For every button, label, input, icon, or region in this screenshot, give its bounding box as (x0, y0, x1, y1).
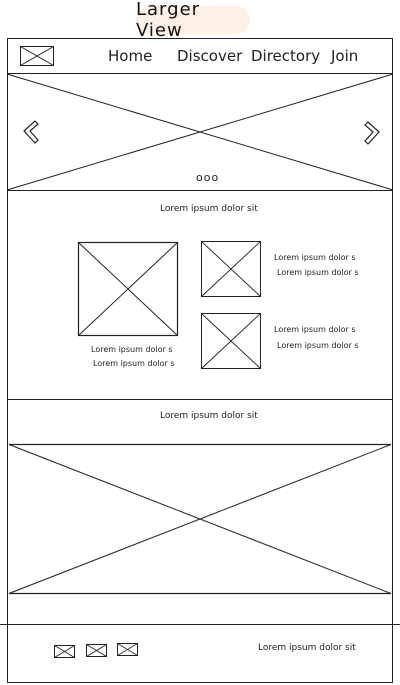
footer-divider (0, 624, 400, 625)
nav-join[interactable]: Join (331, 47, 359, 65)
side-item-2-image-placeholder[interactable] (201, 313, 261, 369)
side-item-1-line-1: Lorem ipsum dolor s (274, 253, 356, 262)
chevron-right-icon[interactable] (364, 120, 382, 146)
side-item-1-image-placeholder[interactable] (201, 241, 261, 297)
side-item-2-line-1: Lorem ipsum dolor s (274, 325, 356, 334)
carousel-dots[interactable]: ooo (196, 171, 220, 184)
header-divider (7, 73, 393, 74)
footer-text: Lorem ipsum dolor sit (258, 643, 356, 653)
feature-caption-line-2: Lorem ipsum dolor s (93, 359, 175, 368)
nav-directory[interactable]: Directory (251, 47, 321, 65)
feature-caption-line-1: Lorem ipsum dolor s (91, 345, 173, 354)
feature-image-placeholder[interactable] (77, 241, 179, 337)
logo-placeholder[interactable] (20, 46, 54, 66)
section1-heading: Lorem ipsum dolor sit (160, 204, 258, 214)
page-frame (7, 38, 393, 683)
carousel-divider (7, 190, 393, 191)
carousel-image-placeholder (6, 73, 394, 191)
social-link-2-placeholder[interactable] (86, 644, 107, 657)
page-title: Larger View (136, 0, 250, 41)
nav-home[interactable]: Home (108, 47, 153, 65)
section1-divider (7, 399, 393, 400)
social-link-1-placeholder[interactable] (54, 645, 75, 658)
side-item-2-line-2: Lorem ipsum dolor s (277, 341, 359, 350)
chevron-left-icon[interactable] (21, 119, 39, 145)
section2-heading: Lorem ipsum dolor sit (160, 411, 258, 421)
social-link-3-placeholder[interactable] (117, 643, 138, 656)
side-item-1-line-2: Lorem ipsum dolor s (277, 268, 359, 277)
banner-image-placeholder[interactable] (8, 443, 392, 595)
nav-discover[interactable]: Discover (177, 47, 243, 65)
